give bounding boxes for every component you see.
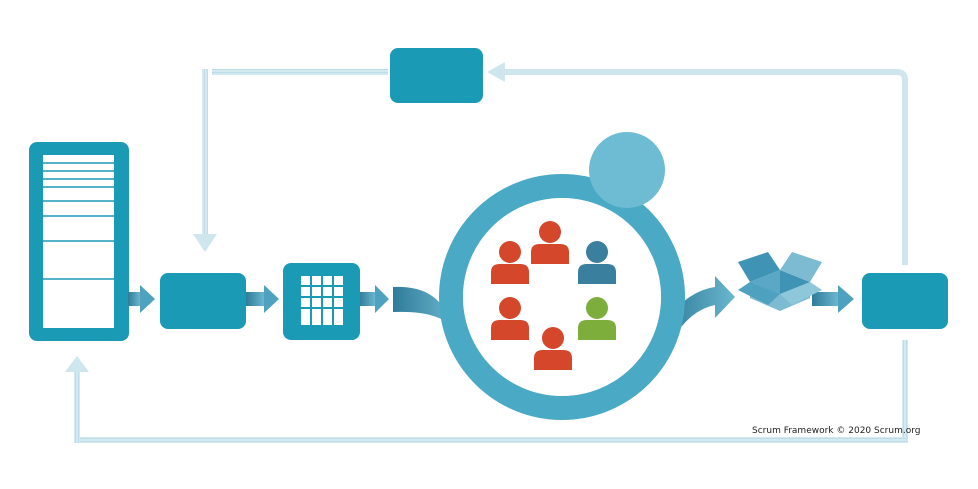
sprint-retrospective-icon: [390, 48, 483, 103]
person-icon: [491, 297, 529, 340]
grid-cell: [312, 287, 321, 296]
grid-cell: [323, 298, 332, 307]
person-icon: [578, 241, 616, 284]
sprint-review-icon: [862, 273, 948, 329]
grid-cell: [334, 287, 343, 296]
daily-scrum-icon: [589, 132, 665, 208]
copyright-credit: Scrum Framework © 2020 Scrum.org: [752, 426, 920, 436]
grid-cell: [301, 309, 310, 325]
increment-box-icon: [738, 252, 822, 311]
feedback-loop-top: [193, 62, 908, 265]
grid-cell: [312, 298, 321, 307]
flow-arrow: [128, 285, 155, 313]
grid-cell: [312, 276, 321, 285]
sprint-cycle-icon: [393, 174, 735, 420]
grid-cell: [301, 298, 310, 307]
grid-cell: [323, 309, 332, 325]
grid-cell: [323, 287, 332, 296]
arrow-head-icon: [65, 356, 89, 372]
arrow-head-icon: [487, 62, 505, 82]
product-backlog-icon: [29, 142, 129, 341]
scrum-team-icon: [491, 221, 616, 370]
person-icon: [534, 327, 572, 370]
grid-cell: [323, 276, 332, 285]
grid-cell: [312, 309, 321, 325]
flow-arrow: [359, 285, 389, 313]
flow-arrow: [246, 285, 279, 313]
person-icon: [531, 221, 569, 264]
grid-cell: [334, 298, 343, 307]
grid-cell: [334, 309, 343, 325]
sprint-planning-icon: [160, 273, 246, 329]
person-icon: [491, 241, 529, 284]
sprint-backlog-icon: [283, 263, 360, 340]
feedback-loop-bottom: [65, 340, 908, 443]
grid-cell: [334, 276, 343, 285]
flow-arrow: [812, 285, 854, 313]
arrow-head-icon: [193, 234, 217, 252]
person-icon: [578, 297, 616, 340]
grid-cell: [301, 276, 310, 285]
grid-cell: [301, 287, 310, 296]
